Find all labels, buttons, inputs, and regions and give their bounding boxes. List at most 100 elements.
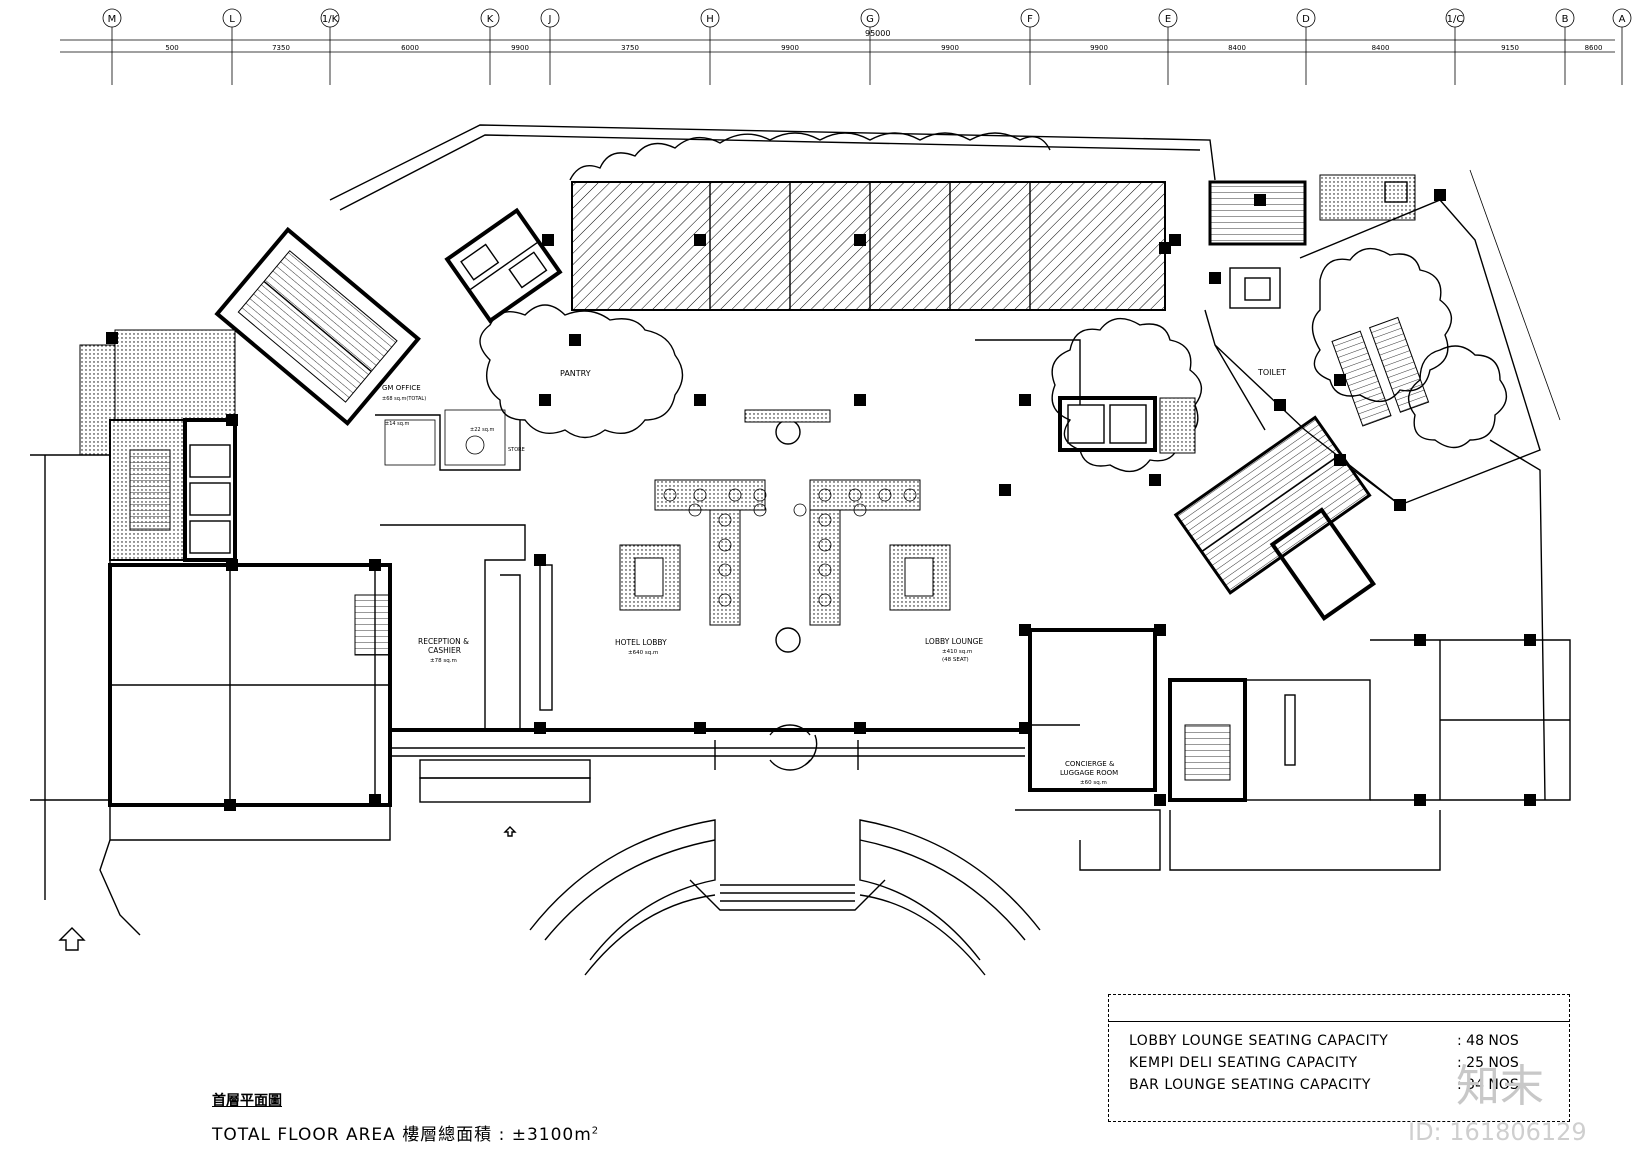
dimension-value: 9900 [781,44,799,52]
total-floor-area-cn: 樓層總面積 [402,1125,493,1145]
entrance-arrow [58,826,517,951]
entrance-drive [529,819,1041,976]
lobby-chair [718,563,732,577]
dimension-value: 9900 [511,44,529,52]
planting-cloud-north [569,132,1051,181]
label-store: STORE [508,447,525,453]
grid-label: A [1619,14,1626,25]
lobby-chair [753,488,767,502]
west-stair-block [214,226,421,427]
label-concierge: CONCIERGE & [1065,760,1115,768]
planting-cloud-northeast [1311,247,1453,403]
label-concierge-2: LUGGAGE ROOM [1060,769,1118,777]
structural-column [224,799,236,811]
structural-column [854,394,866,406]
structural-column [1209,272,1221,284]
lobby-chair [718,538,732,552]
label-reception-area: ±78 sq.m [430,658,457,664]
lobby-chair [718,513,732,527]
structural-column [1274,399,1286,411]
planting-cloud-east [1051,317,1203,473]
label-lobby-lounge-seats: (48 SEAT) [942,657,969,663]
area-unit-superscript: 2 [591,1125,600,1137]
label-gm-office-area3: ±22 sq.m [470,427,495,433]
capacity-row-label: LOBBY LOUNGE SEATING CAPACITY [1129,1033,1389,1049]
structural-column [1394,499,1406,511]
total-floor-area: TOTAL FLOOR AREA 樓層總面積 : ±3100m2 [212,1120,599,1145]
structural-column [1159,242,1171,254]
north-hatched-block [571,181,1166,311]
label-lobby-lounge-area: ±410 sq.m [942,649,972,655]
lobby-chair [903,488,917,502]
lobby-chair [718,593,732,607]
lobby-chair [663,488,677,502]
structural-column [226,414,238,426]
dimension-value: 8600 [1585,44,1603,52]
lobby-chair [688,503,702,517]
gm-office [375,409,521,471]
north-outer-wall-2 [339,134,1201,211]
structural-column [1019,722,1031,734]
watermark-id: ID: 161806129 [1408,1118,1587,1146]
structural-column [534,554,546,566]
lobby-seating [619,409,951,653]
east-core [1058,174,1416,621]
room-labels: PANTRY TOILET GM OFFICE ±68 sq.m(TOTAL) … [382,368,1286,786]
structural-column [1414,794,1426,806]
structural-column [1334,454,1346,466]
dimension-value: 9150 [1501,44,1519,52]
structural-column [1524,634,1536,646]
grid-label: B [1562,14,1569,25]
label-concierge-area: ±60 sq.m [1080,780,1107,786]
north-block-mullions [709,182,1031,310]
dimension-value: 8400 [1228,44,1246,52]
capacity-row-label: KEMPI DELI SEATING CAPACITY [1129,1055,1358,1071]
structural-column [1019,394,1031,406]
structural-column [1169,234,1181,246]
grid-label: 1/K [322,14,339,25]
dimension-value: 6000 [401,44,419,52]
label-toilet: TOILET [1257,368,1286,377]
structural-column [369,794,381,806]
label-lobby-lounge: LOBBY LOUNGE [925,637,983,646]
capacity-row-value: : 48 NOS [1457,1033,1519,1049]
grid-label: D [1302,14,1310,25]
drawing-title-cn: 首層平面圖 [212,1093,282,1109]
lobby-chair [818,513,832,527]
dimension-value: 500 [165,44,178,52]
reception-desk [374,524,553,800]
grid-label: L [229,14,235,25]
structural-column [534,722,546,734]
structural-column [1434,189,1446,201]
lobby-chair [793,503,807,517]
east-rooms [975,309,1571,871]
capacity-row-value: : 34 NOS [1457,1077,1519,1093]
label-gm-office-area: ±68 sq.m(TOTAL) [382,396,426,402]
grid-label: J [548,14,552,25]
lobby-chair [728,488,742,502]
label-hotel-lobby-area: ±640 sq.m [628,650,658,656]
label-gm-office-area2: ±14 sq.m [385,421,410,427]
label-pantry: PANTRY [560,369,591,378]
structural-column [1149,474,1161,486]
label-hotel-lobby: HOTEL LOBBY [615,638,667,647]
lobby-chair [753,503,767,517]
seating-capacity-box: LOBBY LOUNGE SEATING CAPACITY : 48 NOS K… [1108,994,1570,1122]
grid-label: M [108,14,117,25]
total-dimension: 95000 [865,29,890,38]
lobby-chair [848,488,862,502]
total-floor-area-value: : ±3100m [498,1125,592,1145]
structural-column [854,234,866,246]
lobby-chair [853,503,867,517]
grid-label: 1/C [1447,14,1464,25]
capacity-row-value: : 25 NOS [1457,1055,1519,1071]
structural-column [369,559,381,571]
structural-column [999,484,1011,496]
structural-column [1524,794,1536,806]
drawing-title: 首層平面圖 [212,1090,282,1110]
structural-column [1019,624,1031,636]
dimension-value: 7350 [272,44,290,52]
structural-column [1254,194,1266,206]
